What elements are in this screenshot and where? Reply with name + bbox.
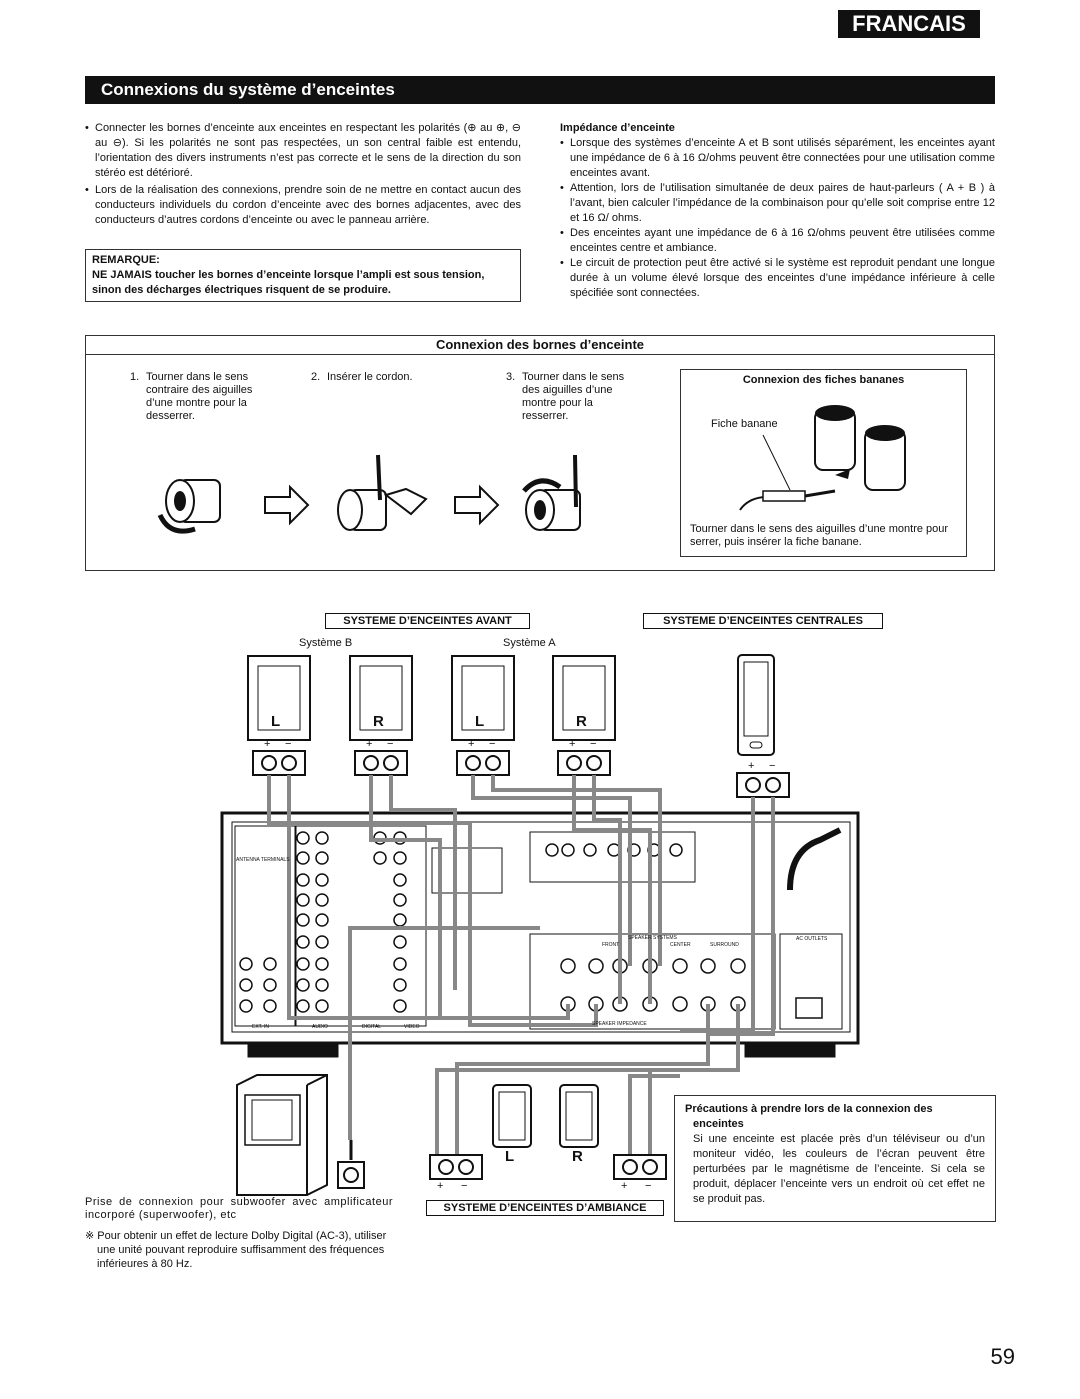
speaker-label-right: R [373, 713, 384, 730]
front-speakers [247, 654, 775, 756]
speaker-label-left: L [505, 1148, 515, 1165]
plus-mark: + [437, 1180, 444, 1192]
section-title: Connexions du système d’enceintes [85, 76, 995, 104]
right-arrow-icon [264, 484, 310, 526]
subwoofer [236, 1074, 365, 1196]
right-bullet: Attention, lors de l’utilisation simulta… [560, 181, 995, 226]
minus-mark: − [590, 738, 597, 750]
surround-speakers-header: SYSTEME D’ENCEINTES D’AMBIANCE [426, 1200, 664, 1216]
panel-label-ext-in: EXT. IN [252, 1024, 269, 1030]
panel-label-audio: AUDIO [312, 1024, 328, 1030]
minus-mark: − [769, 760, 776, 772]
speaker-terminals [252, 750, 790, 798]
plus-mark: + [748, 760, 755, 772]
panel-label-front: FRONT [602, 942, 620, 948]
step-3: 3. Tourner dans le sens des aiguilles d’… [506, 371, 625, 422]
speaker-label-right: R [576, 713, 587, 730]
receiver-rear-panel [220, 811, 860, 1058]
minus-mark: − [489, 738, 496, 750]
system-a-label: Système A [503, 637, 556, 649]
left-bullet: Connecter les bornes d’enceinte aux ence… [85, 121, 521, 181]
terminal-connection-box: Connexion des bornes d’enceinte [85, 335, 995, 571]
panel-label-ac-outlets: AC OUTLETS [796, 936, 828, 942]
panel-label-center: CENTER [670, 942, 691, 948]
precaution-title: Précautions à prendre lors de la connexi… [685, 1103, 933, 1130]
speaker-label-right: R [572, 1148, 583, 1165]
precaution-text: Si une enceinte est placée près d’un tél… [693, 1133, 985, 1205]
banana-title: Connexion des fiches bananes [742, 374, 905, 386]
page-number: 59 [990, 1344, 1015, 1369]
minus-mark: − [285, 738, 292, 750]
speaker-label-left: L [271, 713, 281, 730]
panel-jacks [239, 831, 746, 1013]
left-column: Connecter les bornes d’enceinte aux ence… [85, 121, 521, 228]
precaution-box: Précautions à prendre lors de la connexi… [674, 1095, 996, 1222]
banana-plug-illustration [739, 405, 906, 511]
system-b-label: Système B [299, 637, 353, 649]
terminal-steps-illustration [157, 454, 581, 534]
speaker-label-left: L [475, 713, 485, 730]
wiring-diagram [220, 654, 860, 1196]
front-speakers-header: SYSTEME D’ENCEINTES AVANT [325, 613, 530, 629]
plus-mark: + [569, 738, 576, 750]
panel-label-speaker-impedance: SPEAKER IMPEDANCE [592, 1021, 647, 1027]
panel-label-digital: DIGITAL [362, 1024, 382, 1030]
step-1: 1. Tourner dans le sens contraire des ai… [130, 371, 253, 422]
plus-mark: + [366, 738, 373, 750]
subwoofer-caption: Prise de connexion pour subwoofer avec a… [85, 1196, 393, 1221]
panel-label-speaker-systems: SPEAKER SYSTEMS [628, 935, 677, 941]
center-speakers-header: SYSTEME D’ENCEINTES CENTRALES [643, 613, 883, 629]
panel-label-video: VIDEO [404, 1024, 420, 1030]
speaker-wires [267, 775, 775, 1165]
left-bullet: Lors de la réalisation des connexions, p… [85, 183, 521, 228]
banana-plug-label: Fiche banane [711, 418, 778, 430]
right-bullet: Lorsque des systèmes d’enceinte A et B s… [560, 136, 995, 181]
plus-mark: + [621, 1180, 628, 1192]
note-text: NE JAMAIS toucher les bornes d’enceinte … [92, 269, 485, 296]
plus-mark: + [264, 738, 271, 750]
minus-mark: − [461, 1180, 468, 1192]
dolby-note: ※ Pour obtenir un effet de lecture Dolby… [85, 1230, 387, 1270]
note-title: REMARQUE: [92, 254, 160, 266]
step-2: 2. Insérer le cordon. [311, 371, 413, 383]
impedance-heading: Impédance d’enceinte [560, 122, 675, 134]
plus-mark: + [468, 738, 475, 750]
terminal-knob-icon [522, 454, 581, 531]
minus-mark: − [387, 738, 394, 750]
right-arrow-icon [454, 484, 500, 526]
banana-caption: Tourner dans le sens des aiguilles d’une… [690, 523, 949, 548]
right-bullet: Le circuit de protection peut être activ… [560, 256, 995, 301]
note-box: REMARQUE: NE JAMAIS toucher les bornes d… [85, 249, 521, 302]
right-column: Impédance d’enceinte Lorsque des système… [560, 121, 995, 301]
banana-box [680, 369, 967, 557]
panel-label-surround: SURROUND [710, 942, 739, 948]
minus-mark: − [645, 1180, 652, 1192]
panel-label-antenna: ANTENNA TERMINALS [236, 857, 290, 863]
right-bullet: Des enceintes ayant une impédance de 6 à… [560, 226, 995, 256]
language-tab: FRANCAIS [838, 10, 980, 38]
terminal-knob-icon [157, 479, 221, 534]
surround-speakers [429, 1084, 667, 1180]
terminal-box-title: Connexion des bornes d’enceinte [86, 336, 994, 355]
terminal-wire-icon [337, 454, 428, 531]
